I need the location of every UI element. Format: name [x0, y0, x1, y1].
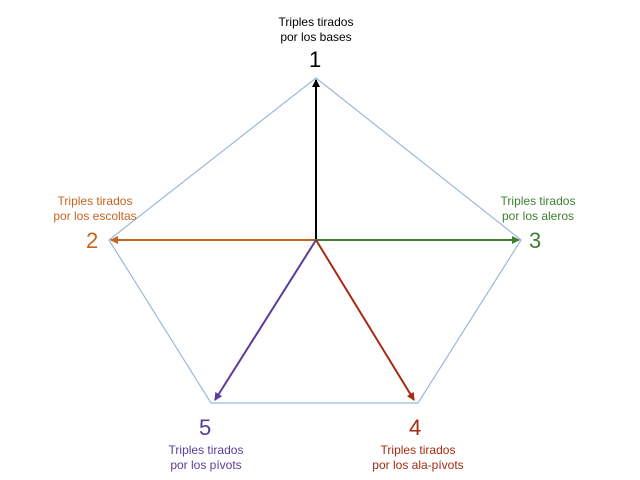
node-4-label: Triples tirados por los ala-pívots — [360, 443, 476, 473]
pentagon-outline — [108, 77, 522, 404]
node-1-label-line1: Triples tirados — [278, 15, 354, 29]
node-2-number: 2 — [86, 228, 99, 253]
node-5-label: Triples tirados por los pívots — [156, 443, 256, 473]
node-1-number: 1 — [309, 47, 322, 72]
node-5-number: 5 — [199, 415, 212, 440]
node-2-label: Triples tirados por los escoltas — [40, 194, 150, 224]
node-3-label-line2: por los aleros — [501, 209, 575, 223]
node-3-label: Triples tirados por los aleros — [490, 194, 586, 224]
node-3-label-line1: Triples tirados — [500, 194, 576, 208]
node-5-label-line2: por los pívots — [170, 458, 242, 472]
node-3-number: 3 — [529, 228, 542, 253]
node-4-label-line1: Triples tirados — [380, 443, 456, 457]
node-5-label-line1: Triples tirados — [168, 443, 244, 457]
arrow-5 — [214, 239, 317, 401]
arrow-4 — [315, 239, 415, 401]
node-1-label-line2: por los bases — [280, 30, 352, 44]
node-2-label-line1: Triples tirados — [57, 194, 133, 208]
node-2-label-line2: por los escoltas — [53, 209, 137, 223]
node-4-label-line2: por los ala-pívots — [372, 458, 464, 472]
node-4-number: 4 — [409, 415, 422, 440]
node-1-label: Triples tirados por los bases — [266, 15, 366, 45]
